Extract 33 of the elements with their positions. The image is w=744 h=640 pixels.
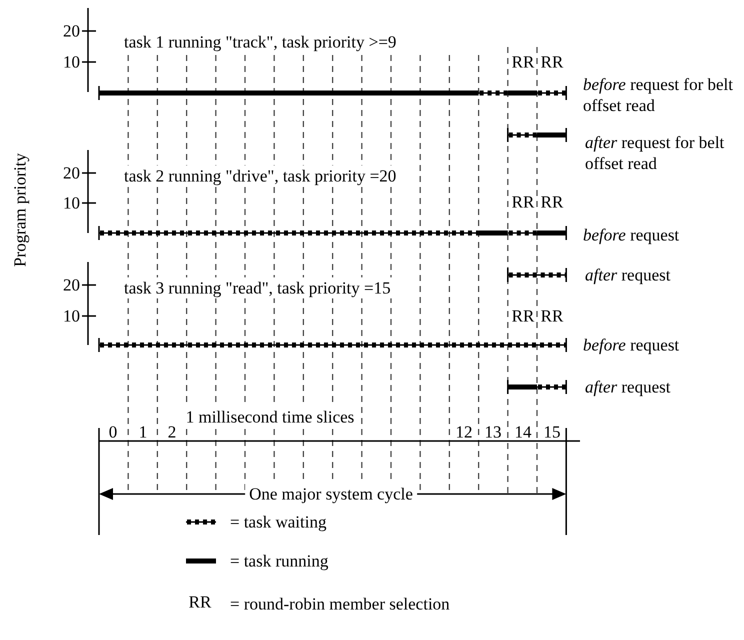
round-robin-mark: RR (540, 51, 564, 73)
dimension-label: One major system cycle (245, 483, 417, 505)
round-robin-mark: RR (512, 191, 534, 213)
legend-text: = round-robin member selection (230, 593, 450, 615)
row-label: after request (585, 376, 672, 398)
row-label: after request (585, 264, 672, 286)
slice-number: 14 (514, 421, 532, 443)
row-label: before request (583, 224, 680, 246)
tick-label: 10 (63, 192, 80, 214)
legend-text: = task running (230, 550, 328, 572)
row-label: before request for belt offset read (583, 74, 734, 116)
tick-label: 20 (63, 274, 80, 296)
tick-label: 20 (63, 162, 80, 184)
row-label: before request (583, 334, 680, 356)
task-title: task 2 running "drive", task priority =20 (122, 165, 398, 187)
tick-label: 10 (63, 51, 80, 73)
slice-number: 2 (168, 421, 176, 443)
tick-label: 10 (63, 305, 80, 327)
row-label: after request for belt offset read (585, 132, 726, 174)
legend-text: = task waiting (230, 511, 326, 533)
slice-number: 1 (138, 421, 148, 443)
task-title: task 3 running "read", task priority =15 (122, 277, 393, 299)
round-robin-mark: RR (512, 51, 534, 73)
slice-number: 13 (484, 421, 502, 443)
slice-number: 15 (544, 421, 560, 443)
round-robin-mark: RR (540, 191, 564, 213)
round-robin-mark: RR (540, 305, 564, 327)
slice-number: 12 (456, 421, 472, 443)
tick-label: 20 (63, 20, 80, 42)
legend-sample: RR (188, 591, 212, 613)
axis-title: Program priority (9, 153, 30, 267)
round-robin-mark: RR (512, 305, 534, 327)
slice-number: 0 (108, 421, 118, 443)
